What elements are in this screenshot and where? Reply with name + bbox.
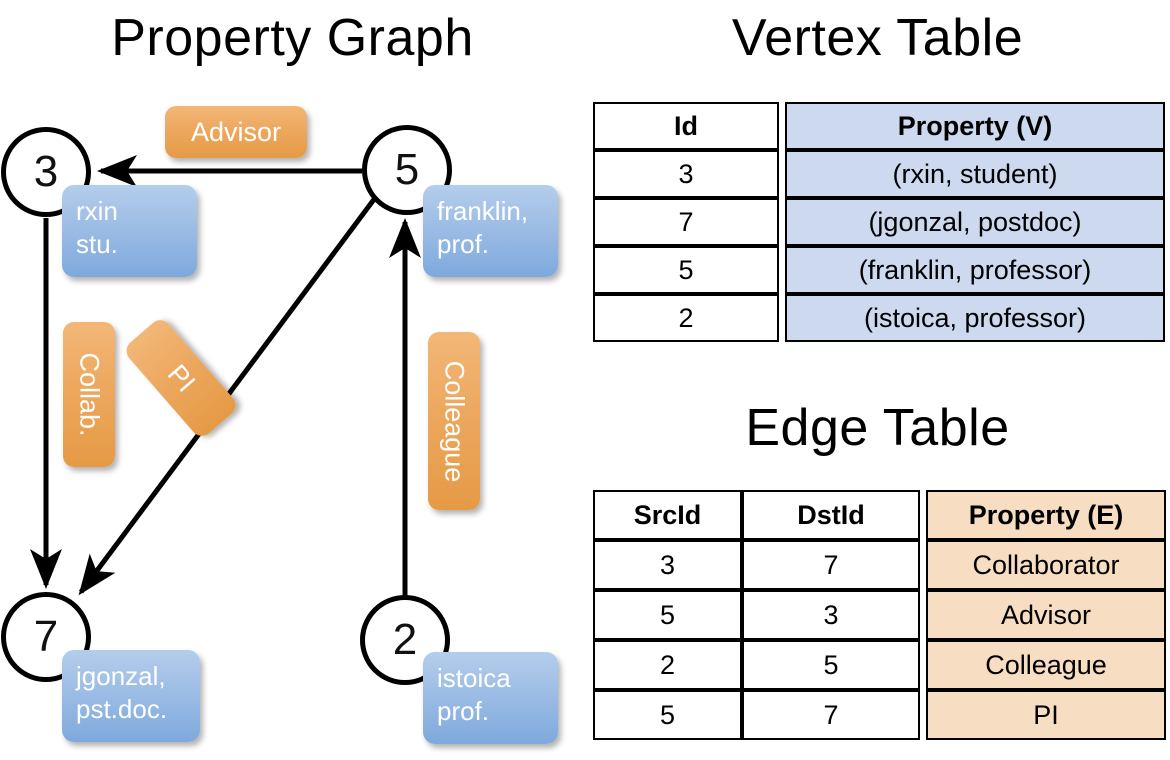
table-row: 5 3 Advisor bbox=[593, 590, 1166, 640]
page-title-edge-table: Edge Table bbox=[745, 399, 1010, 457]
table-row: 5 7 PI bbox=[593, 690, 1166, 740]
edge-cell-srcid: 2 bbox=[593, 640, 742, 690]
edge-label-advisor: Advisor bbox=[165, 106, 307, 158]
table-header-row: SrcId DstId Property (E) bbox=[593, 490, 1166, 540]
edge-label-advisor-text: Advisor bbox=[190, 116, 282, 147]
edge-cell-dstid: 3 bbox=[742, 590, 920, 640]
edge-cell-srcid: 5 bbox=[593, 690, 742, 740]
edge-label-collab: Collab. bbox=[63, 322, 115, 467]
edge-cell-srcid: 3 bbox=[593, 540, 742, 590]
vertex-cell-id: 5 bbox=[593, 246, 779, 294]
vertex-property-callout-3: rxin stu. bbox=[62, 185, 197, 277]
vertex-property-callout-5: franklin, prof. bbox=[423, 185, 558, 277]
property-graph-diagram: 3 5 7 2 rxin stu. franklin, prof. jgonza… bbox=[1, 106, 558, 744]
graph-node-5[interactable]: 5 bbox=[362, 125, 452, 215]
edge-cell-dstid: 5 bbox=[742, 640, 920, 690]
edge-table-header-srcid: SrcId bbox=[593, 490, 742, 540]
vertex-cell-property: (rxin, student) bbox=[785, 150, 1165, 198]
edge-table-header-dstid: DstId bbox=[742, 490, 920, 540]
table-row: 7 (jgonzal, postdoc) bbox=[593, 198, 1165, 246]
edge-label-colleague: Colleague bbox=[428, 332, 480, 510]
vertex-table-header-property: Property (V) bbox=[785, 102, 1165, 150]
edge-label-collab-text: Collab. bbox=[74, 352, 105, 437]
table-row: 2 (istoica, professor) bbox=[593, 294, 1165, 342]
vertex-property-callout-2: istoica prof. bbox=[423, 652, 558, 744]
edge-table: SrcId DstId Property (E) 3 7 Collaborato… bbox=[593, 490, 1166, 740]
vertex-cell-id: 7 bbox=[593, 198, 779, 246]
edge-cell-property: PI bbox=[926, 690, 1166, 740]
edge-cell-srcid: 5 bbox=[593, 590, 742, 640]
table-row: 3 7 Collaborator bbox=[593, 540, 1166, 590]
edge-cell-dstid: 7 bbox=[742, 540, 920, 590]
page-title-property-graph: Property Graph bbox=[111, 9, 474, 67]
vertex-cell-property: (jgonzal, postdoc) bbox=[785, 198, 1165, 246]
edge-cell-property: Colleague bbox=[926, 640, 1166, 690]
edge-table-header-property: Property (E) bbox=[926, 490, 1166, 540]
edge-cell-property: Advisor bbox=[926, 590, 1166, 640]
edge-label-pi-text: PI bbox=[161, 358, 202, 398]
vertex-property-callout-7: jgonzal, pst.doc. bbox=[62, 650, 200, 742]
edge-label-colleague-text: Colleague bbox=[439, 360, 470, 482]
vertex-table: Id Property (V) 3 (rxin, student) 7 (jgo… bbox=[593, 102, 1165, 342]
edge-cell-property: Collaborator bbox=[926, 540, 1166, 590]
table-row: 5 (franklin, professor) bbox=[593, 246, 1165, 294]
table-row: 2 5 Colleague bbox=[593, 640, 1166, 690]
vertex-cell-id: 3 bbox=[593, 150, 779, 198]
page-title-vertex-table: Vertex Table bbox=[731, 9, 1024, 67]
vertex-cell-property: (franklin, professor) bbox=[785, 246, 1165, 294]
table-row: 3 (rxin, student) bbox=[593, 150, 1165, 198]
vertex-cell-property: (istoica, professor) bbox=[785, 294, 1165, 342]
vertex-table-header-id: Id bbox=[593, 102, 779, 150]
graph-node-2[interactable]: 2 bbox=[360, 595, 450, 685]
vertex-cell-id: 2 bbox=[593, 294, 779, 342]
edge-cell-dstid: 7 bbox=[742, 690, 920, 740]
table-header-row: Id Property (V) bbox=[593, 102, 1165, 150]
